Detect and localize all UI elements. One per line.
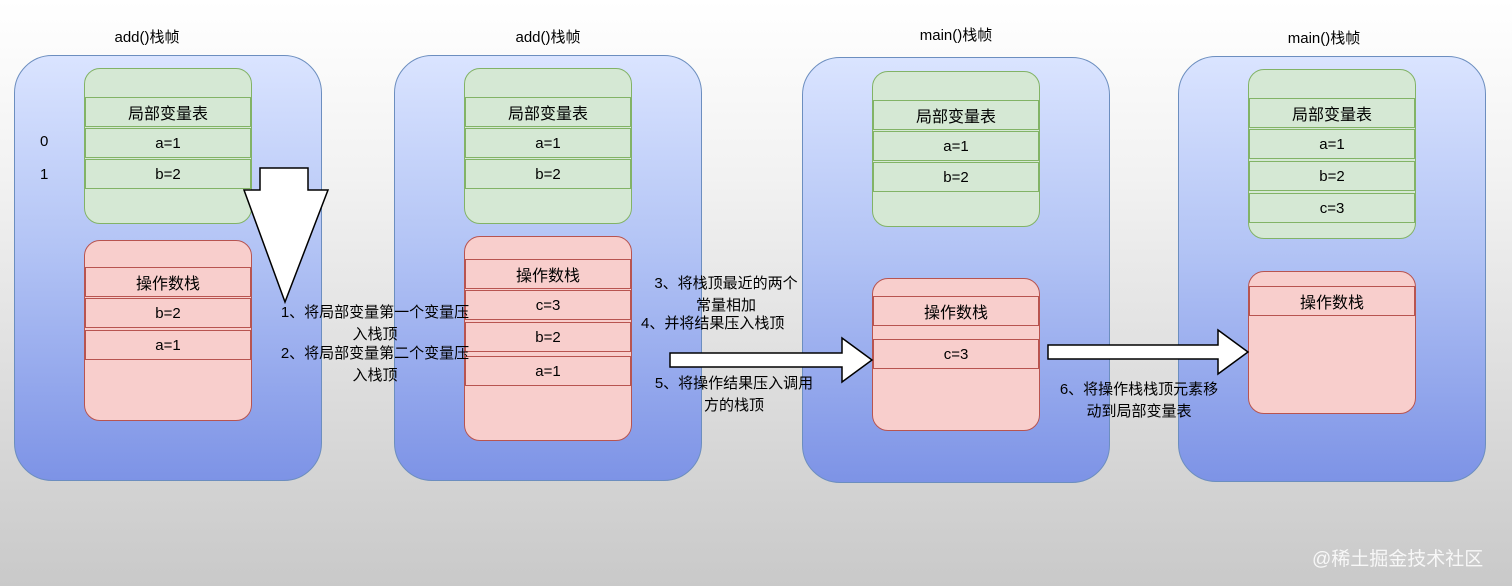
local-variable-table-1: 局部变量表 a=1 b=2 [84,68,252,224]
frame-3-title: main()栈帧 [919,27,993,44]
lvt-row: c=3 [1249,193,1415,223]
ops-row: c=3 [873,339,1039,369]
lvt-header: 局部变量表 [465,97,631,127]
lvt-row: a=1 [85,128,251,158]
lvt-row: a=1 [465,128,631,158]
frame-2-title: add()栈帧 [515,29,581,46]
ops-header: 操作数栈 [85,267,251,297]
down-arrow-icon [242,167,330,305]
ops-header: 操作数栈 [873,296,1039,326]
index-label-1: 1 [40,166,49,183]
step-3-label: 3、将栈顶最近的两个 常量相加 [654,275,798,314]
lvt-row: a=1 [873,131,1039,161]
ops-row: b=2 [465,322,631,352]
lvt-row: a=1 [1249,129,1415,159]
frame-4-title: main()栈帧 [1287,30,1361,47]
frame-1-title: add()栈帧 [114,29,180,46]
lvt-header: 局部变量表 [1249,98,1415,128]
right-arrow-icon [1047,328,1250,376]
step-4-label: 4、并将结果压入栈顶 [641,315,785,332]
watermark: @稀土掘金技术社区 [1312,549,1484,570]
lvt-header: 局部变量表 [85,97,251,127]
step-5-label: 5、将操作结果压入调用 方的栈顶 [654,375,814,414]
step-6-label: 6、将操作栈栈顶元素移 动到局部变量表 [1059,381,1219,420]
step-1-label: 1、将局部变量第一个变量压 入栈顶 [280,304,470,343]
right-arrow-icon [669,336,874,384]
local-variable-table-2: 局部变量表 a=1 b=2 [464,68,632,224]
index-label-0: 0 [40,133,49,150]
ops-row: a=1 [85,330,251,360]
ops-row: b=2 [85,298,251,328]
ops-header: 操作数栈 [1249,286,1415,316]
step-2-label: 2、将局部变量第二个变量压 入栈顶 [280,345,470,384]
ops-header: 操作数栈 [465,259,631,289]
lvt-row: b=2 [85,159,251,189]
operand-stack-3: 操作数栈 c=3 [872,278,1040,431]
operand-stack-1: 操作数栈 b=2 a=1 [84,240,252,421]
local-variable-table-4: 局部变量表 a=1 b=2 c=3 [1248,69,1416,239]
lvt-row: b=2 [1249,161,1415,191]
ops-row: a=1 [465,356,631,386]
lvt-row: b=2 [873,162,1039,192]
operand-stack-2: 操作数栈 c=3 b=2 a=1 [464,236,632,441]
lvt-row: b=2 [465,159,631,189]
lvt-header: 局部变量表 [873,100,1039,130]
ops-row: c=3 [465,290,631,320]
local-variable-table-3: 局部变量表 a=1 b=2 [872,71,1040,227]
operand-stack-4: 操作数栈 [1248,271,1416,414]
